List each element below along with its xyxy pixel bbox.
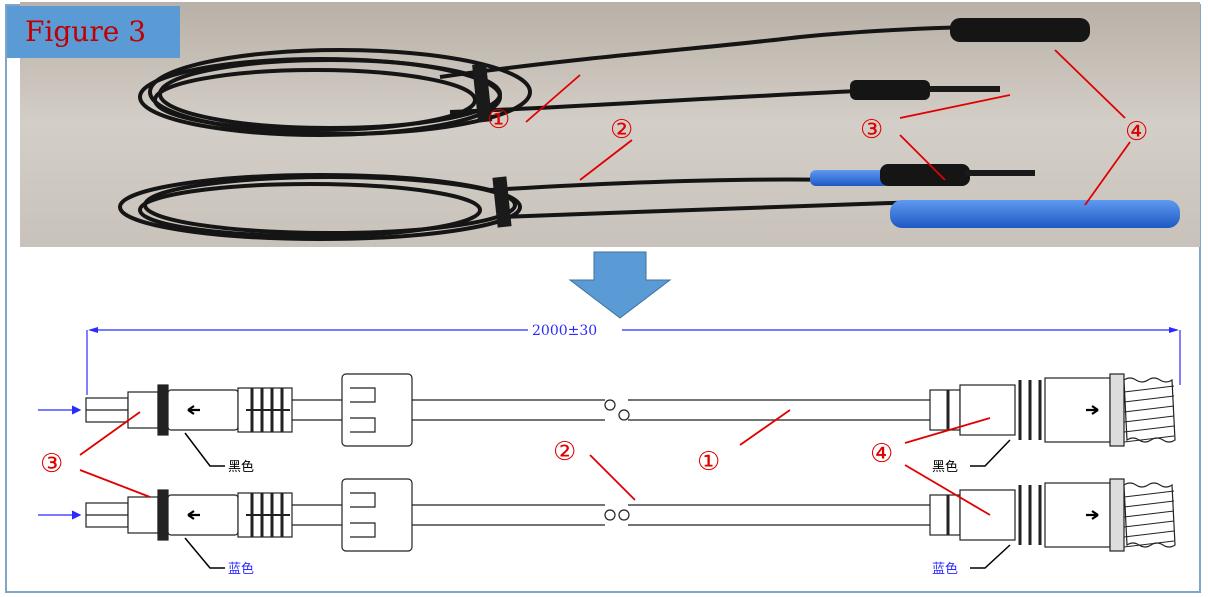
cable-photo	[20, 2, 1200, 247]
figure-label: Figure 3	[7, 6, 180, 58]
